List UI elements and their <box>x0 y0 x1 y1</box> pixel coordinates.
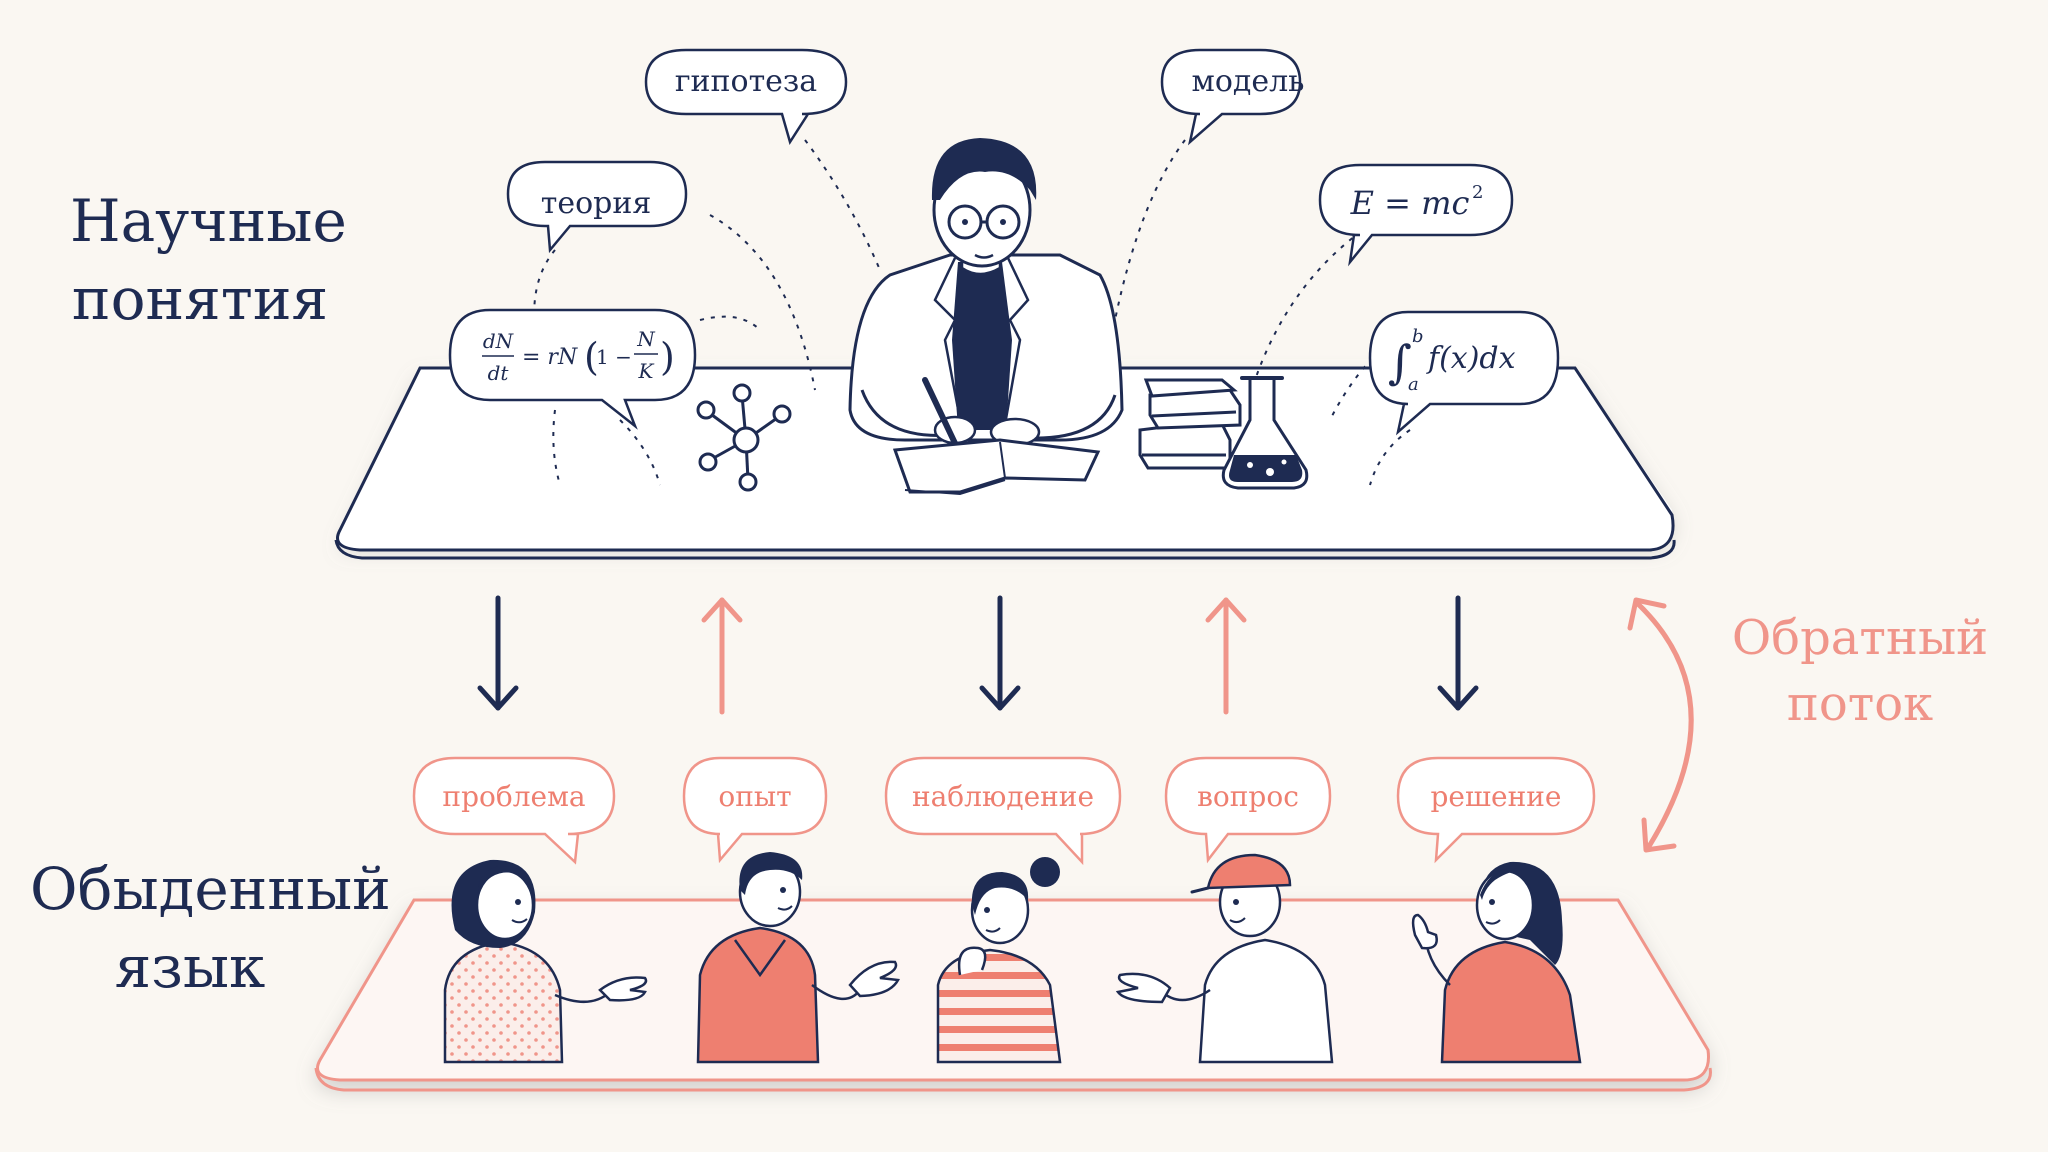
arrow-down-1 <box>477 595 519 711</box>
term-observation: наблюдение <box>912 780 1094 813</box>
term-theory: теория <box>541 186 652 221</box>
label-feedback-line2: поток <box>1786 676 1934 732</box>
molecule-icon <box>696 383 792 492</box>
arrow-down-2 <box>979 595 1021 711</box>
person-1-illustration <box>443 859 648 1064</box>
bubble-model: модель <box>1160 48 1305 146</box>
arrow-up-1 <box>701 597 743 715</box>
label-everyday-language: Обыденный язык <box>30 850 391 1006</box>
label-scientific-line1: Научные <box>70 187 347 255</box>
bubble-problem: проблема <box>412 756 616 865</box>
feedback-arrow <box>1627 597 1694 853</box>
formula-energy-exponent: 2 <box>1472 182 1483 203</box>
bubble-experience: опыт <box>682 756 828 864</box>
integral-sign: ∫ <box>1388 335 1412 389</box>
term-model: модель <box>1191 64 1304 99</box>
person-2-illustration <box>696 852 900 1064</box>
books-icon <box>1138 378 1242 470</box>
logistic-mid: = rN <box>522 345 578 370</box>
integral-lower: a <box>1408 374 1419 395</box>
label-scientific-concepts: Научные понятия <box>70 182 347 338</box>
label-scientific-line2: понятия <box>71 265 329 333</box>
svg-text:): ) <box>660 335 675 379</box>
logistic-num1: dN <box>483 329 515 353</box>
integral-body: f(x)dx <box>1426 341 1516 376</box>
bubble-hypothesis: гипотеза <box>644 48 848 146</box>
down-arrows <box>477 595 1479 711</box>
term-solution: решение <box>1431 780 1562 813</box>
bubble-solution: решение <box>1396 756 1596 864</box>
logistic-den2: K <box>638 359 655 383</box>
bubble-energy: E = mc 2 <box>1318 163 1514 267</box>
bubble-theory: теория <box>506 160 688 254</box>
label-everyday-line1: Обыденный <box>30 855 391 923</box>
person-4-illustration <box>1115 853 1334 1064</box>
person-5-illustration <box>1411 861 1582 1064</box>
term-problem: проблема <box>442 780 585 813</box>
everyday-bubbles: проблема опыт наблюдение вопрос решение <box>412 756 1596 866</box>
science-connectors <box>533 139 1411 486</box>
integral-upper: b <box>1412 326 1424 347</box>
svg-text:(: ( <box>584 335 599 379</box>
scientist-illustration <box>848 138 1124 496</box>
formula-energy: E = mc <box>1350 184 1470 222</box>
logistic-den1: dt <box>488 361 510 385</box>
bubble-question: вопрос <box>1164 756 1332 864</box>
arrow-down-3 <box>1437 595 1479 711</box>
logistic-one: 1 − <box>596 345 632 369</box>
label-everyday-line2: язык <box>114 933 266 1001</box>
term-experience: опыт <box>718 780 791 813</box>
flask-icon <box>1221 376 1309 490</box>
bubble-integral: ∫ b a f(x)dx <box>1368 310 1560 436</box>
bubble-observation: наблюдение <box>884 756 1122 866</box>
bubble-logistic: dN dt = rN ( 1 − N K ) <box>448 308 697 430</box>
up-arrows <box>701 597 1247 715</box>
person-3-illustration <box>936 857 1062 1064</box>
term-hypothesis: гипотеза <box>675 64 817 99</box>
term-question: вопрос <box>1197 780 1299 813</box>
label-feedback-line1: Обратный <box>1731 610 1989 666</box>
logistic-num2: N <box>636 327 656 351</box>
label-feedback-flow: Обратный поток <box>1720 605 2000 737</box>
arrow-up-2 <box>1205 597 1247 715</box>
